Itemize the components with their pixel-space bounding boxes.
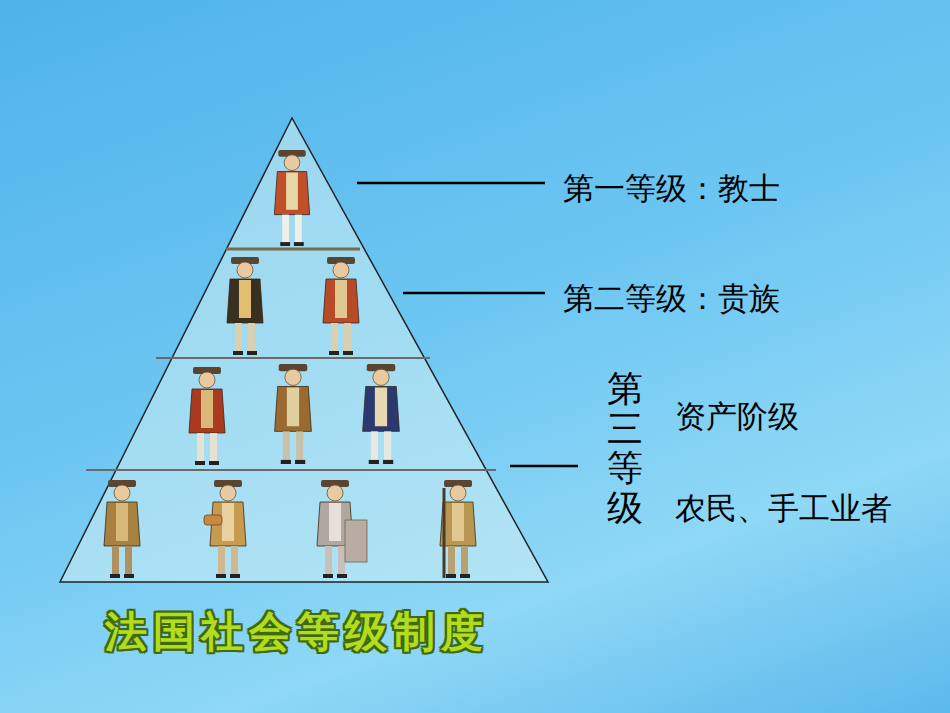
figure-shoe [294,242,304,246]
figure-leg [218,546,225,576]
figure-shoe [110,574,120,578]
figure-shoe [337,574,347,578]
tier-label-vertical: 第三等级 [607,370,643,528]
figure-leg [344,323,351,353]
figure-leg [371,431,378,462]
figure-coat [275,386,312,431]
figure-leg [210,433,217,463]
figure-coat [227,279,263,323]
basket [204,515,222,525]
figure-head [450,485,466,501]
figure-vest [116,503,128,541]
figure-vest [329,503,341,541]
figure-leg [231,546,238,576]
staff [443,488,446,578]
figure-leg [282,215,289,244]
figure-shoe [329,351,339,355]
figure-leg [384,431,391,462]
figure-shoe [216,574,226,578]
figure-vest [335,280,347,318]
figure-shoe [195,461,205,465]
tier-label: 第二等级：贵族 [563,280,780,317]
figure-shoe [230,574,240,578]
figure-vest [222,503,234,541]
figure-leg [338,546,345,576]
figure-shoe [295,460,305,464]
tier-divider [156,357,430,359]
figure-leg [325,546,332,576]
figure-head [114,485,130,501]
figure-vest [287,388,299,427]
class-label: 资产阶级 [675,398,799,435]
figure-shoe [280,242,290,246]
figure-leg [197,433,204,463]
figure-leg [295,215,302,244]
figure-head [285,369,301,385]
figure-leg [125,546,132,576]
class-label: 农民、手工业者 [675,490,892,527]
figure-leg [331,323,338,353]
figure-head [284,155,300,171]
figure-leg [461,546,468,576]
figure-coat [104,502,140,546]
figure-head [373,369,389,385]
figure-shoe [209,461,219,465]
figure-shoe [124,574,134,578]
figure-vest [286,173,298,210]
figure-shoe [323,574,333,578]
figure-head [199,372,215,388]
figure-shoe [247,351,257,355]
figure-shoe [460,574,470,578]
figure-coat [189,389,225,433]
tier-divider [226,248,360,251]
figure-vest [201,390,213,428]
pyramid-outline [60,118,548,582]
figure-shoe [369,460,379,464]
figure-shoe [233,351,243,355]
figure-coat [274,172,309,215]
figure-coat [363,386,400,431]
figure-head [220,485,236,501]
figure-head [333,262,349,278]
leader-line [357,182,545,185]
figure-leg [235,323,242,353]
figure-leg [448,546,455,576]
crate [345,520,367,562]
tier-label: 第一等级：教士 [563,170,780,207]
figure-leg [248,323,255,353]
figure-leg [112,546,119,576]
figure-leg [296,431,303,462]
figure-coat [323,279,359,323]
figure-leg [283,431,290,462]
figure-head [327,485,343,501]
figure-group [104,150,476,578]
figure-vest [452,503,464,541]
figure-shoe [383,460,393,464]
figure-head [237,262,253,278]
figure-shoe [446,574,456,578]
tier-divider [86,469,496,471]
figure-shoe [281,460,291,464]
leader-line [403,292,545,295]
figure-vest [375,388,387,427]
diagram-title: 法国社会等级制度 [105,604,489,660]
figure-shoe [343,351,353,355]
figure-vest [239,280,251,318]
leader-line [510,465,578,468]
